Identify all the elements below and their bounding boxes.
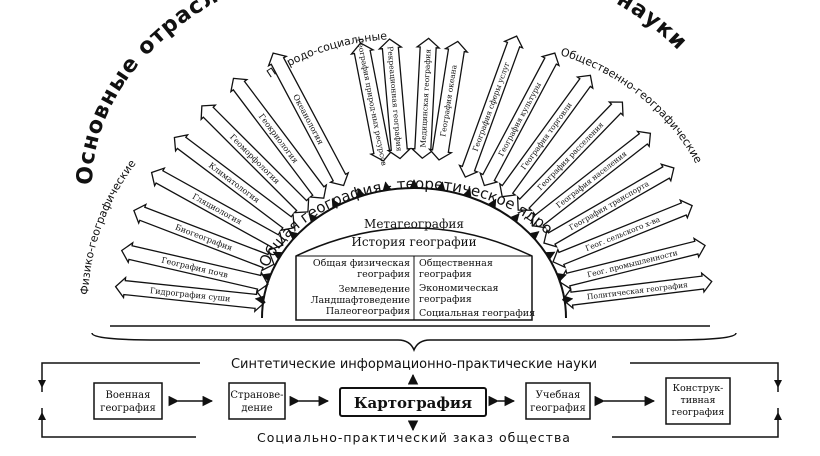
educational-geography-box: Учебная география	[525, 382, 591, 420]
svg-text:Учебная: Учебная	[536, 390, 581, 401]
svg-text:Палеогеография: Палеогеография	[326, 306, 410, 317]
svg-text:Странове-: Странове-	[230, 390, 283, 401]
physical-science-arrow: Гидрография суши	[114, 276, 266, 313]
svg-text:география: география	[672, 407, 725, 418]
nature-social-science-arrow: Рекреационная география	[377, 38, 412, 160]
physical-science-arrow-label: Океанология	[291, 93, 325, 146]
svg-text:Землеведение: Землеведение	[339, 284, 411, 295]
svg-text:дение: дение	[241, 403, 272, 414]
nature-social-science-arrow: География океана	[427, 40, 469, 161]
brace	[91, 332, 737, 353]
constructive-geography-box: Конструк- тивная география	[665, 377, 731, 425]
svg-text:Ландшафтоведение: Ландшафтоведение	[311, 295, 411, 306]
country-studies-box: Странове- дение	[228, 382, 286, 420]
svg-text:Картография: Картография	[354, 394, 472, 412]
cartography-box: Картография	[339, 387, 487, 417]
svg-text:география: география	[100, 403, 156, 414]
svg-text:тивная: тивная	[681, 395, 716, 406]
svg-text:география: география	[357, 269, 410, 280]
history-label: История географии	[351, 235, 476, 249]
svg-text:Социальная география: Социальная география	[419, 308, 535, 319]
social-science-arrow-label: Геог. промышленности	[586, 248, 678, 279]
svg-text:Общая физическая: Общая физическая	[313, 258, 410, 269]
core-right-block: Общественная география Экономическая гео…	[419, 258, 535, 319]
core-left-block: Общая физическая география Землеведение …	[311, 258, 411, 317]
svg-text:география: география	[530, 403, 586, 414]
svg-text:Экономическая: Экономическая	[419, 283, 499, 294]
svg-text:география: география	[419, 269, 472, 280]
synthetic-label: Синтетические информационно-практические…	[231, 357, 597, 372]
social-order-label: Социально-практический заказ общества	[257, 430, 571, 445]
military-geography-box: Военная география	[93, 382, 163, 420]
metageography-label: Метагеография	[364, 217, 464, 231]
core-dome	[254, 179, 574, 319]
svg-text:Военная: Военная	[106, 390, 151, 401]
svg-text:география: география	[419, 294, 472, 305]
social-science-arrow-label: Политическая география	[586, 280, 688, 301]
svg-text:Общественная: Общественная	[419, 258, 493, 269]
physical-science-arrow-label: Гляциология	[191, 192, 244, 227]
svg-text:Конструк-: Конструк-	[673, 383, 724, 394]
nature-social-science-arrow: Медицинская география	[410, 37, 441, 160]
connector-arrows	[168, 373, 656, 432]
